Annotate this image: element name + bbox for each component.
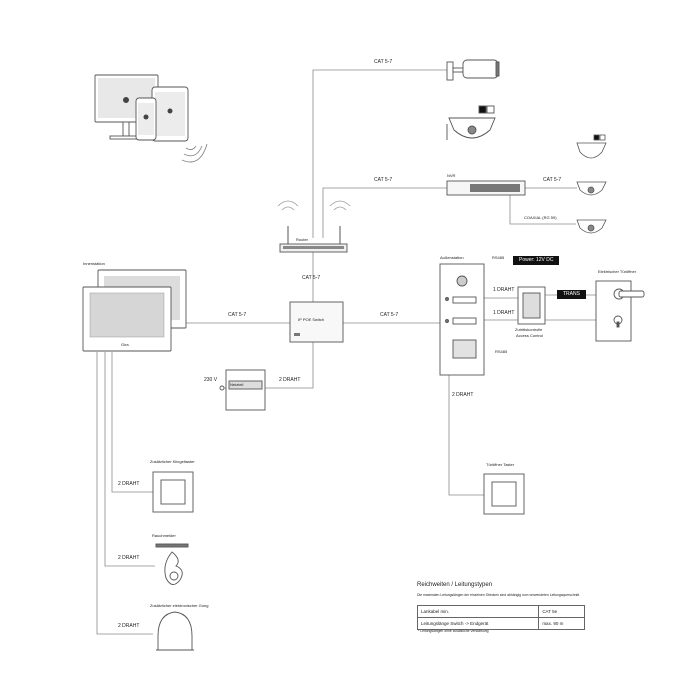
access-control-label: Access Control	[516, 333, 543, 338]
line-router-nvr	[322, 187, 447, 238]
cable-label: 2 DRAHT	[279, 377, 301, 383]
poe-switch-device	[289, 301, 344, 343]
door-station-device	[439, 263, 485, 376]
pc-stand	[122, 121, 130, 137]
line-door-floor-button	[448, 375, 484, 496]
door-station-top-label: RS485	[492, 255, 505, 260]
app-icon	[143, 114, 149, 120]
table-cell: CAT 5e	[538, 605, 585, 618]
table-row: Leitungslänge Switch -> Endgerät max. 90…	[416, 617, 585, 630]
cable-label: COAXIAL (RG 59)	[524, 215, 557, 220]
nvr-device	[446, 180, 526, 196]
nvr-label: NVR	[447, 173, 456, 178]
legend-note: Die maximalen Leitungslängen der einzeln…	[417, 593, 581, 597]
bell-button-device	[152, 471, 194, 513]
router-device	[279, 226, 348, 253]
floor-button-device	[483, 473, 525, 515]
legend-title: Reichweiten / Leitungstypen	[417, 582, 493, 588]
pc-tablet-phone-group	[94, 74, 189, 142]
dome-camera-icon	[576, 181, 607, 196]
dome-camera-icon	[446, 105, 496, 140]
floor-button-label: Türöffner Taster	[486, 462, 515, 467]
cable-label: 230 V	[204, 377, 218, 383]
cable-label: CAT 5-7	[374, 59, 393, 65]
table-cell: max. 90 m	[538, 617, 585, 630]
bell-button-label: Zusätzlicher Klingeltaster	[150, 459, 195, 464]
bullet-camera-icon	[446, 59, 500, 81]
app-icon	[123, 97, 129, 103]
indoor-monitor-group	[82, 269, 187, 352]
connection-lines	[96, 69, 596, 635]
gong-icon	[156, 611, 194, 651]
cable-label: 1 DRAHT	[493, 310, 515, 316]
gong-label: Zusätzlicher elektronischer Gong	[150, 603, 209, 608]
router-label: Router	[296, 237, 309, 242]
monitor-brand: Gira	[121, 342, 129, 347]
trans-badge: TRANS	[557, 290, 586, 299]
wifi-waves-icon	[181, 143, 208, 163]
line-switch-power	[265, 342, 314, 389]
door-station-bottom-label: RS485	[495, 349, 508, 354]
line-monitor-gong	[96, 352, 153, 635]
power-badge: Power: 12V DC	[513, 256, 560, 265]
dome-camera-icon	[576, 219, 607, 234]
line-nvr-coax-camera	[509, 194, 576, 225]
cable-label: 1 DRAHT	[493, 287, 515, 293]
cable-label: 2 DRAHT	[118, 555, 140, 561]
power-supply-label: Netzteil	[230, 382, 244, 387]
cable-label: CAT 5-7	[374, 177, 393, 183]
dome-camera-icon	[576, 134, 607, 159]
legend-footnote: * Leitungslängen ohne zusätzliche Verstä…	[418, 629, 489, 633]
table-cell: Leitungslänge Switch -> Endgerät	[416, 617, 540, 630]
wifi-waves-icon	[277, 200, 351, 211]
legend-table: Lankabel min. CAT 5e Leitungslänge Switc…	[416, 605, 585, 630]
door-lock-label: Elektrischer Türöffner	[598, 269, 637, 274]
door-station-label: Außenstation	[440, 255, 464, 260]
line-router-bullet-camera	[312, 69, 447, 238]
switch-label: IP POE Switch	[298, 317, 325, 322]
cable-label: CAT 5-7	[543, 177, 562, 183]
cable-label: CAT 5-7	[302, 275, 321, 281]
access-control-device	[517, 286, 546, 325]
smoke-detector-icon	[155, 543, 189, 585]
line-monitor-smoke	[104, 352, 155, 567]
cable-label: CAT 5-7	[228, 312, 247, 318]
cable-label: 2 DRAHT	[118, 481, 140, 487]
cable-label: 2 DRAHT	[118, 623, 140, 629]
power-supply-device	[219, 369, 266, 411]
cable-label: CAT 5-7	[380, 312, 399, 318]
cable-label: 2 DRAHT	[452, 392, 474, 398]
app-icon	[167, 108, 173, 114]
line-monitor-bell-button	[111, 352, 153, 493]
tablet-screen	[155, 92, 185, 136]
table-cell: Lankabel min.	[416, 605, 540, 618]
table-row: Lankabel min. CAT 5e	[416, 605, 585, 618]
smoke-detector-label: Rauchmelder	[152, 533, 176, 538]
monitor-label: Innenstation	[83, 261, 105, 266]
door-lock-device	[595, 280, 645, 342]
access-control-label: Zutrittskontrolle	[515, 327, 543, 332]
